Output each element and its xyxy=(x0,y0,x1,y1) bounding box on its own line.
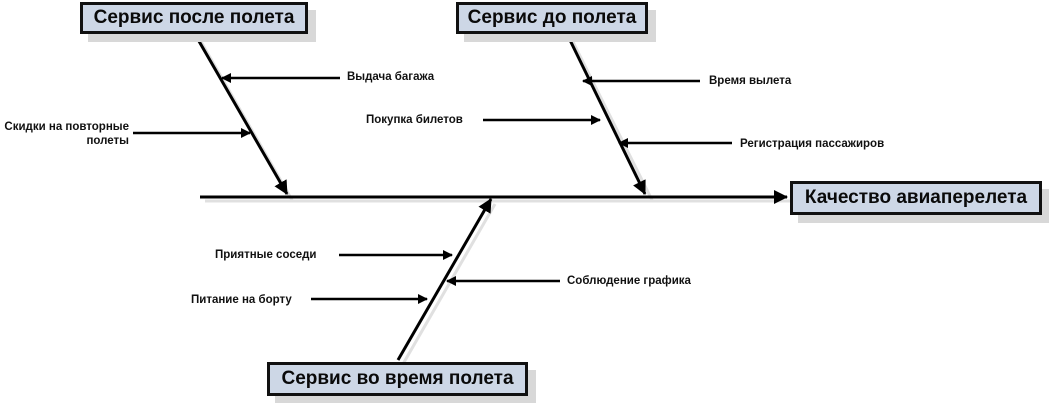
bone-before-flight xyxy=(566,35,647,195)
cause-label-baggage: Выдача багажа xyxy=(347,71,435,83)
cause-label-neighbors: Приятные соседи xyxy=(215,249,317,261)
bone-after-flight xyxy=(194,35,289,195)
bone-during-flight xyxy=(396,198,493,361)
category-box-during-flight: Сервис во время полета xyxy=(267,362,528,396)
category-box-after-flight: Сервис после полета xyxy=(80,2,308,34)
cause-label-food: Питание на борту xyxy=(191,294,292,306)
category-box-before-flight: Сервис до полета xyxy=(456,2,648,34)
cause-label-departure-time: Время вылета xyxy=(709,75,792,87)
cause-label-ticket-purchase: Покупка билетов xyxy=(366,114,463,126)
cause-label-discounts: Скидки на повторные полеты xyxy=(4,121,129,147)
cause-label-registration: Регистрация пассажиров xyxy=(740,138,885,150)
effect-box: Качество авиаперелета xyxy=(790,181,1042,215)
cause-label-schedule: Соблюдение графика xyxy=(567,275,691,287)
